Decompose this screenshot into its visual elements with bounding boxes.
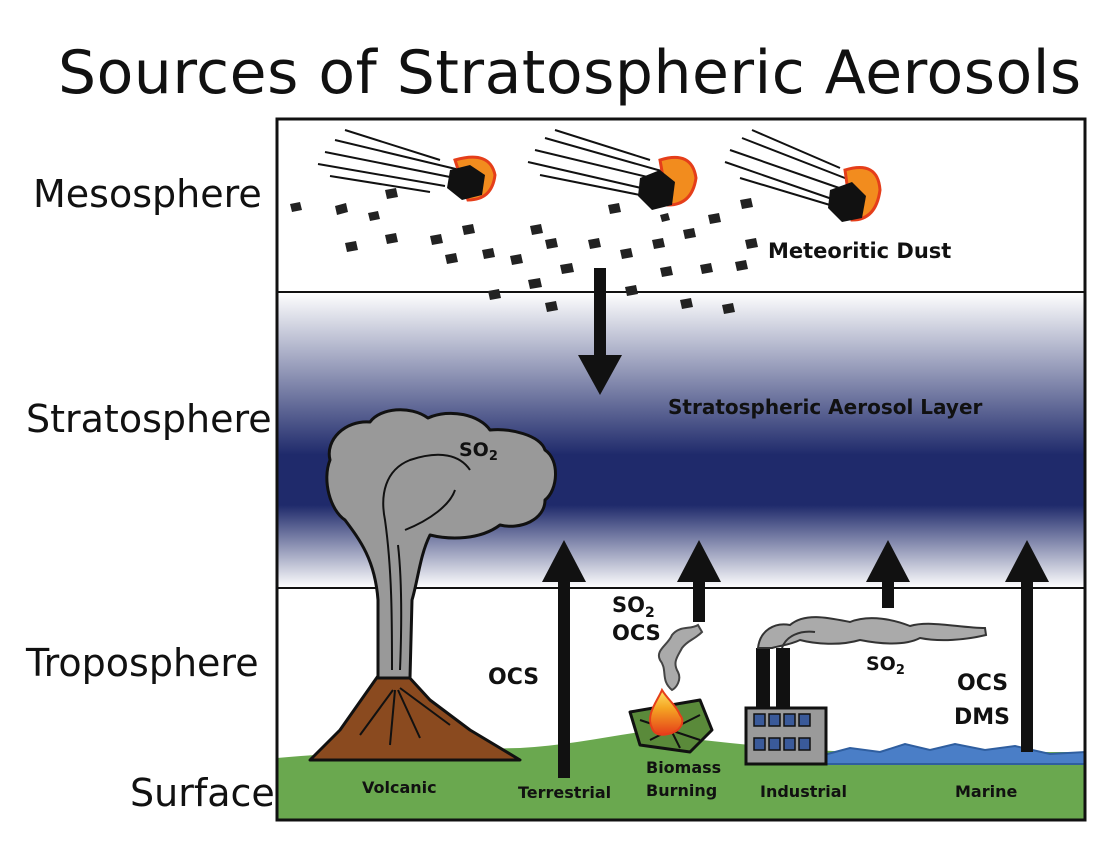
industrial-smoke (756, 616, 988, 649)
meteor-icon (724, 129, 882, 222)
biomass-source-label-line1: Biomass (646, 758, 721, 777)
troposphere-label: Troposphere (26, 641, 259, 685)
biomass-arrow (677, 540, 721, 622)
volcano-icon (308, 674, 522, 762)
meteoritic-dust-label: Meteoritic Dust (768, 239, 951, 263)
volcanic-so2-label: SO2 (459, 439, 498, 464)
stratosphere-label: Stratosphere (26, 397, 272, 441)
biomass-so2-label: SO2 (612, 593, 655, 621)
meteoritic-dust-arrow (578, 268, 622, 395)
terrestrial-source-label: Terrestrial (518, 783, 611, 802)
mesosphere-panel (277, 119, 1085, 292)
biomass-source-label-line2: Burning (646, 781, 717, 800)
industrial-arrow (866, 540, 910, 608)
marine-ocs-label: OCS (957, 671, 1008, 696)
meteoritic-dust-particles (290, 188, 758, 314)
volcanic-plume (325, 408, 557, 680)
marine-arrow (1005, 540, 1049, 752)
surface-label: Surface (130, 771, 275, 815)
marine-dms-label: DMS (954, 705, 1010, 730)
terrestrial-ocs-label: OCS (488, 665, 539, 690)
diagram-title: Sources of Stratospheric Aerosols (58, 38, 1082, 108)
industrial-so2-label: SO2 (866, 653, 905, 678)
diagram-frame (275, 117, 1087, 822)
factory-icon (744, 648, 828, 766)
meteor-icon (527, 129, 698, 210)
industrial-source-label: Industrial (760, 782, 847, 801)
mesosphere-label: Mesosphere (33, 172, 262, 216)
marine-source-label: Marine (955, 782, 1017, 801)
biomass-smoke (657, 623, 704, 692)
terrestrial-ocs-arrow (542, 540, 586, 778)
aerosol-layer-label: Stratospheric Aerosol Layer (668, 395, 983, 419)
volcanic-source-label: Volcanic (362, 778, 437, 797)
campfire-icon (628, 687, 714, 754)
biomass-ocs-label: OCS (612, 621, 661, 645)
meteor-icon (317, 129, 497, 202)
